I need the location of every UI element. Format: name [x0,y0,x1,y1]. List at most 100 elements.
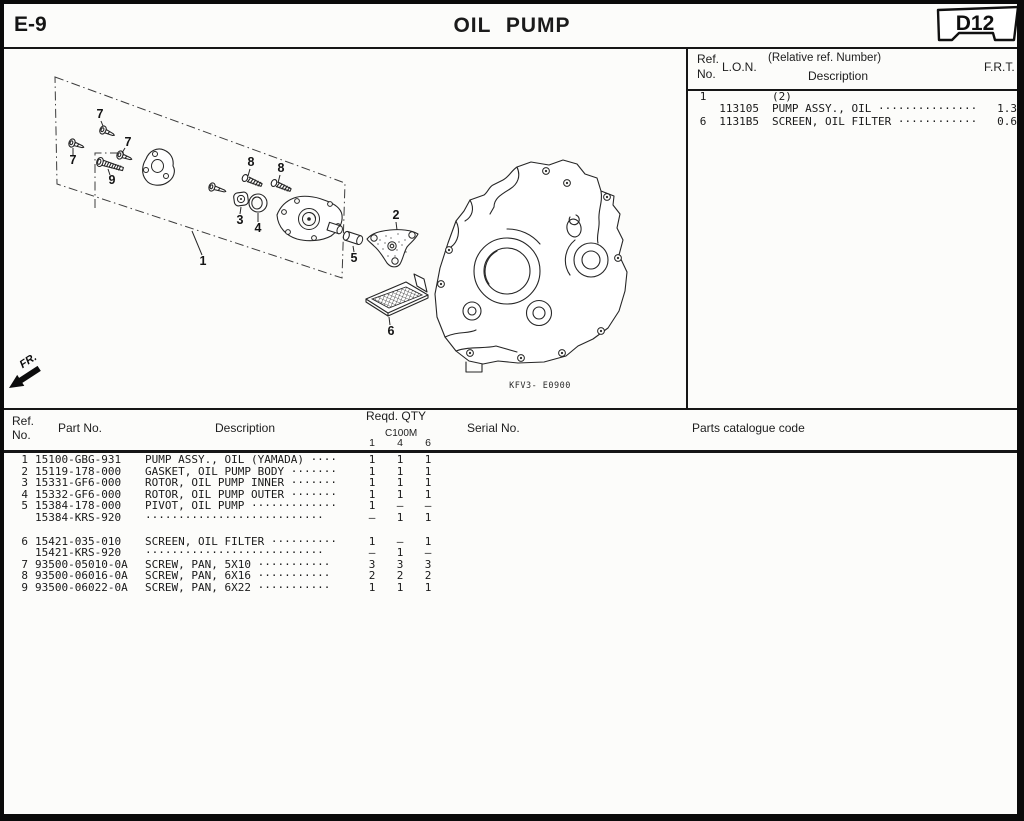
page-tag: D12 [936,5,1020,42]
parts-cell-ref-no: 6 [21,534,28,548]
callout-number-5: 5 [351,251,358,265]
parts-cell-part-no: 15384-178-000 [35,499,122,513]
parts-table-row: 4 15332-GF6-000 ROTOR, OIL PUMP OUTER ····… [0,487,1024,501]
parts-table-top-line [0,408,1024,410]
parts-cell-qty: 3 [368,557,376,571]
parts-cell-description: SCREW, PAN, 6X22 ··········· [145,581,331,595]
parts-cell-part-no: 15100-GBG-931 [35,453,122,466]
sliver-part-drawing [413,273,428,293]
parts-cell-qty: 2 [396,569,404,583]
parts-cell-qty: 3 [396,557,404,571]
screw-drawing [96,156,124,172]
parts-cell-description: ··························· [145,511,324,525]
parts-col-model: C100M [385,428,418,439]
parts-col-reqd-qty: Reqd. QTY [366,409,427,423]
callout-leader-line [352,245,355,253]
gasket-drawing [366,229,419,268]
parts-cell-qty: 1 [424,453,432,466]
ref-col-lon: L.O.N. [722,60,757,74]
callout-number-3: 3 [237,213,244,227]
page-title: OIL PUMP [453,14,571,37]
parts-cell-part-no: 15332-GF6-000 [35,487,122,501]
parts-cell-qty: 1 [368,534,376,548]
parts-cell-qty: 1 [396,546,404,560]
parts-cell-description: ROTOR, OIL PUMP OUTER ······· [145,487,338,501]
parts-cell-part-no: 15384-KRS-920 [35,511,122,525]
callout-number-2: 2 [393,208,400,222]
callout-leader-line [247,168,251,177]
oil-screen-drawing [365,281,429,317]
screw-drawing [270,178,292,192]
pump-cover-plate-drawing [142,148,175,186]
callout-leader-line [121,147,126,154]
callout-leader-line [395,221,398,231]
ref-cell-lon: 1131B5 [719,114,759,128]
parts-cell-qty: 1 [396,476,404,490]
ref-cell-description: (2) [772,90,792,103]
parts-cell-part-no: 15421-KRS-920 [35,546,122,560]
inner-rotor-drawing [233,191,249,207]
ref-col-no: No. [697,67,716,81]
parts-cell-part-no: 93500-06016-0A [35,569,128,583]
ref-cell-description: PUMP ASSY., OIL ··············· [772,102,978,116]
parts-cell-description: ROTOR, OIL PUMP INNER ······· [145,476,338,490]
page-code: E-9 [14,13,47,36]
ref-cell-frt: 0.6 [997,114,1017,128]
parts-table-row: 15384-KRS-920 ···························… [0,512,1024,524]
parts-cell-qty: 1 [368,487,376,501]
parts-cell-ref-no: 5 [21,499,28,513]
assembly-boundary [54,76,346,279]
screw-drawing [116,150,133,161]
parts-cell-ref-no: 2 [21,464,28,478]
parts-cell-part-no: 93500-05010-0A [35,557,128,571]
ref-table-row: 1 (2) [0,91,1024,103]
callout-number-8: 8 [278,161,285,175]
fr-arrow: FR. [9,351,41,388]
ref-cell-ref-no: 6 [699,114,707,128]
parts-cell-qty: 1 [424,476,432,490]
parts-cell-ref-no: 3 [21,476,28,490]
callout-number-1: 1 [200,254,207,268]
parts-table-row: 3 15331-GF6-000 ROTOR, OIL PUMP INNER ····… [0,477,1024,489]
parts-cell-qty: 2 [424,569,432,583]
parts-table-row: 2 15119-178-000 GASKET, OIL PUMP BODY ····… [0,464,1024,478]
parts-cell-qty: 1 [368,464,376,478]
parts-cell-qty: – [424,499,432,513]
header-divider [0,47,1024,49]
parts-cell-part-no: 15119-178-000 [35,464,122,478]
page-tag-shape [936,5,1020,42]
outer-rotor-drawing [248,193,268,213]
parts-cell-qty: – [368,546,376,560]
parts-cell-qty: 2 [368,569,376,583]
parts-cell-description: GASKET, OIL PUMP BODY ······· [145,464,338,478]
parts-cell-description: ··························· [145,546,324,560]
ref-col-description: Description [808,69,869,83]
parts-cell-qty: 3 [424,557,432,571]
parts-col-description: Description [215,421,276,435]
parts-cell-qty: – [424,546,432,560]
screw-drawing [99,125,115,137]
parts-table-header-line [0,450,1024,453]
parts-cell-ref-no: 4 [21,487,28,501]
parts-cell-part-no: 15331-GF6-000 [35,476,122,490]
parts-cell-qty: 1 [396,511,404,525]
parts-col-ref: Ref. [12,414,35,428]
screw-drawing [241,173,263,187]
parts-cell-ref-no: 1 [21,453,28,466]
callout-leader-line [277,174,281,184]
callout-number-7: 7 [97,107,104,121]
screw-drawing [68,138,85,149]
ref-cell-ref-no: 1 [699,90,707,103]
screw-drawings [68,125,292,193]
callout-leader-line [388,316,391,326]
parts-cell-qty: 1 [424,511,432,525]
parts-cell-qty: 1 [396,487,404,501]
parts-cell-qty: 1 [396,453,404,466]
